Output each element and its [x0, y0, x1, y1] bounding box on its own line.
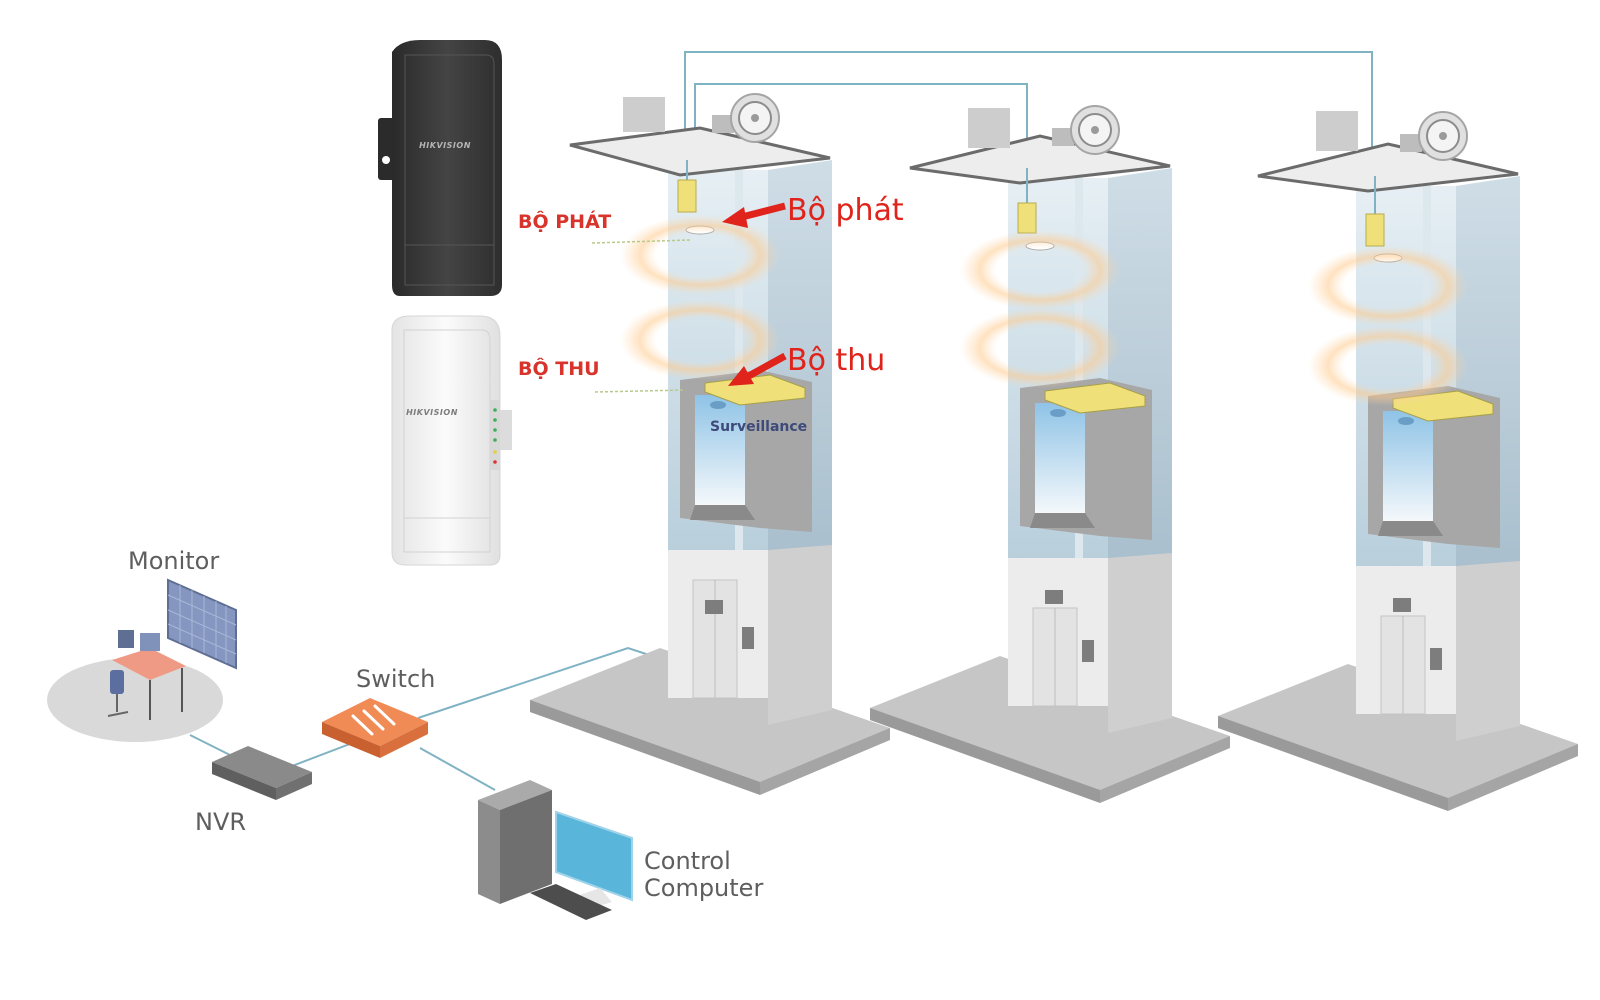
workstation-monitor-icon [140, 633, 160, 651]
control-cabinet [1316, 111, 1358, 151]
receiver-brand-logo: HIKVISION [406, 408, 458, 417]
cable-switch-nvr [291, 741, 356, 767]
transmitter-callout: Bộ phát [722, 193, 904, 228]
floor-indicator-icon [1393, 598, 1411, 612]
computer-label-line2: Computer [644, 874, 763, 902]
control-cabinet [623, 97, 665, 132]
wireless-wave [620, 215, 780, 295]
mount-bracket [378, 118, 396, 180]
machine-room-roof [1257, 142, 1519, 193]
switch-device [322, 698, 428, 758]
elevator-2 [870, 105, 1230, 803]
switch-label: Switch [356, 665, 435, 693]
cab-window [1035, 403, 1085, 513]
led-icon [493, 408, 497, 412]
cab-camera-icon [1050, 409, 1066, 417]
arrow-icon [743, 352, 787, 382]
receiver-leader-line [594, 389, 686, 393]
transmitter-device: HIKVISION [378, 40, 502, 296]
cab-camera-icon [710, 401, 726, 409]
floor-indicator-icon [1045, 590, 1063, 604]
control-computer [478, 780, 633, 920]
receiver-label: BỘ THU [518, 356, 600, 380]
led-icon [493, 428, 497, 432]
transmitter-label: BỘ PHÁT [518, 209, 611, 233]
desk-icon [112, 648, 186, 680]
transmitter-callout-text: Bộ phát [787, 193, 904, 228]
cable-switch-computer [419, 747, 496, 791]
control-cabinet [968, 108, 1010, 148]
led-icon [493, 438, 497, 442]
wireless-wave [1308, 326, 1468, 406]
receiver-device: HIKVISION [391, 315, 512, 566]
floor-indicator-icon [705, 600, 723, 614]
receiver-callout-text: Bộ thu [787, 343, 885, 378]
wireless-wave [960, 230, 1120, 310]
transmitter-unit [1017, 202, 1037, 234]
call-button-icon [742, 627, 754, 649]
wireless-wave [960, 308, 1120, 388]
led-icon [493, 460, 497, 464]
elevator-3 [1218, 111, 1578, 811]
arrow-icon [737, 202, 786, 222]
wireless-wave [1308, 246, 1468, 326]
cab-window [1383, 411, 1433, 521]
receiver-callout: Bộ thu [728, 343, 885, 386]
receiver-body [391, 315, 501, 566]
keyboard-icon [530, 884, 612, 920]
led-icon [493, 450, 497, 454]
workstation-monitor-icon [118, 630, 134, 648]
pc-tower-icon [478, 780, 552, 810]
nvr-device [212, 746, 312, 800]
monitor-label: Monitor [128, 547, 219, 575]
transmitter-leader-line [591, 239, 691, 244]
transmitter-body [392, 40, 502, 296]
transmitter-unit [1365, 213, 1385, 247]
monitor-floor [47, 658, 223, 742]
floor-slab [870, 656, 1230, 798]
cable-nvr-monitor [189, 734, 233, 757]
receiver-bracket [1044, 382, 1146, 414]
wireless-wave [620, 300, 780, 380]
nvr-label: NVR [195, 808, 246, 836]
switch-arrows-icon [351, 704, 396, 736]
computer-label-line1: Control [644, 847, 731, 875]
cab-camera-icon [1398, 417, 1414, 425]
transmitter-unit [677, 179, 697, 213]
chair-icon [110, 670, 124, 694]
machine-room-roof [569, 126, 831, 177]
cable-to-elevator-3 [684, 51, 1373, 180]
status-led-panel [490, 400, 500, 470]
receiver-bracket [704, 374, 806, 406]
monitor-station [47, 578, 237, 742]
pc-monitor-icon [555, 810, 633, 902]
transmitter-brand-logo: HIKVISION [419, 141, 471, 150]
floor-slab [1218, 664, 1578, 806]
floor-slab [530, 648, 890, 790]
mount-bracket [500, 410, 512, 450]
call-button-icon [1430, 648, 1442, 670]
cab-window [695, 395, 745, 505]
elevator-1 [530, 93, 890, 795]
surveillance-label: Surveillance [710, 419, 807, 435]
call-button-icon [1082, 640, 1094, 662]
led-icon [493, 418, 497, 422]
